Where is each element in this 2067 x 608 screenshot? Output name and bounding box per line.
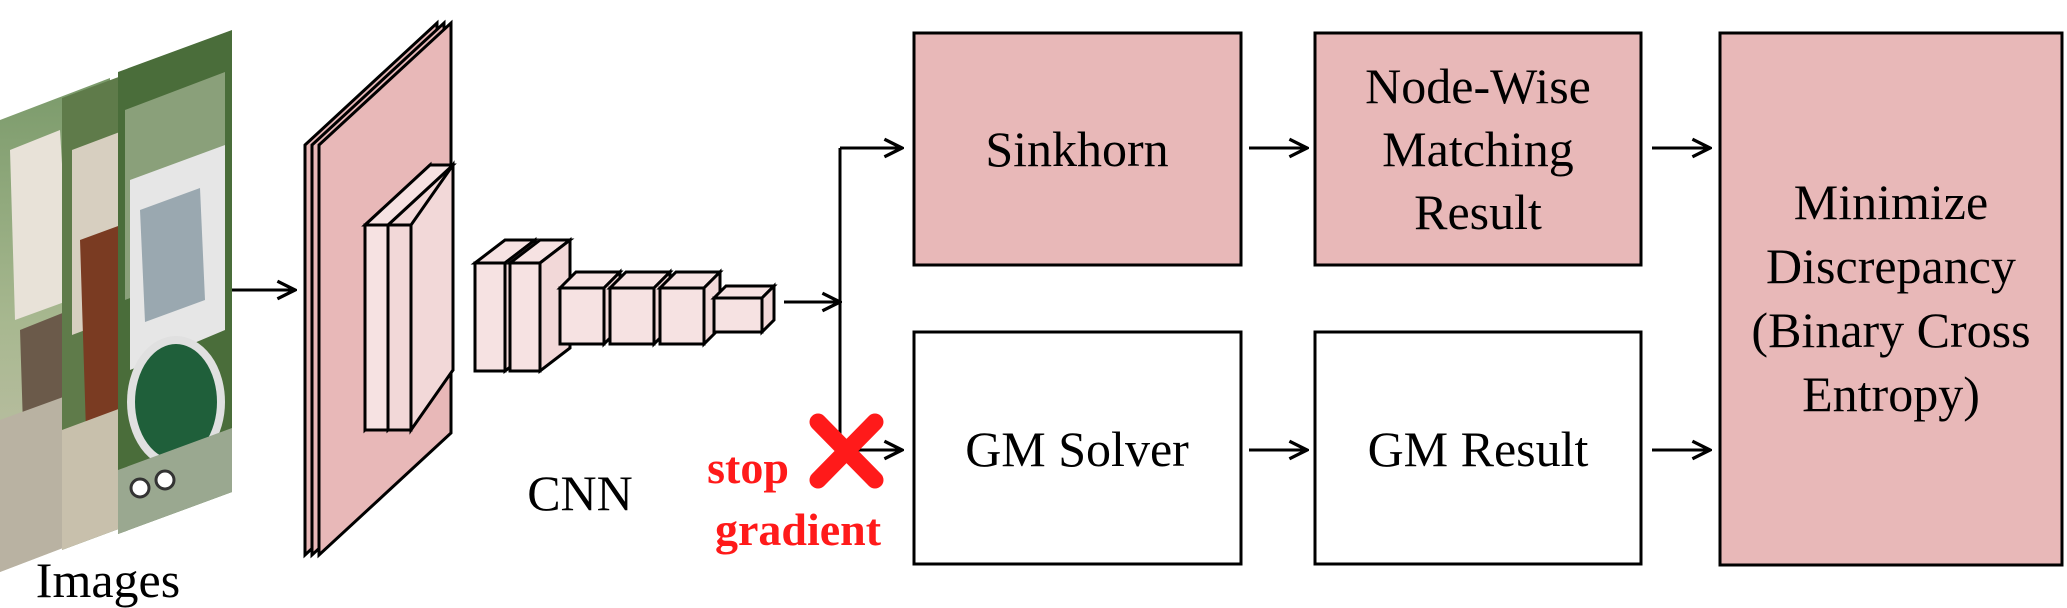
cross-icon bbox=[809, 413, 884, 489]
node-wise-box: Node-Wise Matching Result bbox=[1313, 31, 1643, 267]
stop-label: stop bbox=[707, 442, 789, 493]
input-images: Images bbox=[0, 30, 232, 608]
cnn-block bbox=[303, 19, 778, 559]
node-wise-line-2: Matching bbox=[1382, 121, 1574, 177]
gradient-label: gradient bbox=[715, 504, 882, 555]
minimize-line-3: (Binary Cross bbox=[1751, 302, 2030, 358]
images-label: Images bbox=[36, 552, 180, 608]
cnn-layer-2 bbox=[361, 160, 457, 435]
minimize-line-2: Discrepancy bbox=[1766, 238, 2016, 294]
minimize-line-4: Entropy) bbox=[1802, 366, 1980, 422]
cnn-label: CNN bbox=[527, 465, 633, 521]
gm-result-label: GM Result bbox=[1368, 421, 1589, 477]
gm-solver-box: GM Solver bbox=[912, 330, 1243, 566]
cnn-layer-4 bbox=[556, 268, 724, 348]
cnn-layer-5 bbox=[710, 282, 778, 336]
minimize-box: Minimize Discrepancy (Binary Cross Entro… bbox=[1718, 31, 2064, 567]
minimize-line-1: Minimize bbox=[1794, 174, 1988, 230]
sinkhorn-box: Sinkhorn bbox=[912, 31, 1243, 267]
sinkhorn-label: Sinkhorn bbox=[985, 121, 1168, 177]
gm-solver-label: GM Solver bbox=[965, 421, 1189, 477]
gm-result-box: GM Result bbox=[1313, 330, 1643, 566]
node-wise-line-1: Node-Wise bbox=[1365, 58, 1591, 114]
photo-front bbox=[118, 30, 232, 534]
cnn-layer-3 bbox=[470, 236, 575, 375]
node-wise-line-3: Result bbox=[1414, 184, 1542, 240]
